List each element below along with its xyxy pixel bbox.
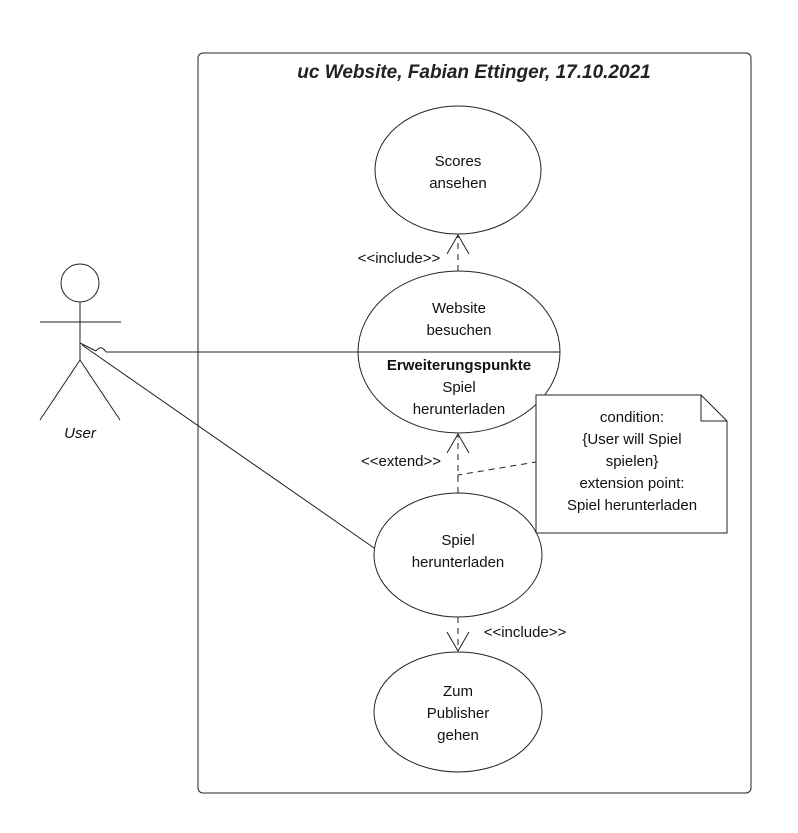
extension-point-line1: Spiel	[442, 379, 475, 396]
note-fold	[700, 395, 727, 422]
usecase-scores-ellipse	[374, 105, 542, 235]
condition-note[interactable]: condition: {User will Spiel spielen} ext…	[535, 394, 728, 534]
note-line2: {User will Spiel	[582, 431, 681, 448]
usecase-scores-line1: Scores	[435, 153, 482, 170]
actor-head	[60, 263, 100, 303]
include-scores-label: <<include>>	[358, 250, 441, 267]
association-user-website[interactable]	[79, 342, 97, 352]
usecase-download-line1: Spiel	[441, 532, 474, 549]
note-line1: condition:	[600, 409, 664, 426]
extend-arrowhead	[446, 433, 470, 454]
actor-user[interactable]: User	[39, 263, 121, 442]
actor-label: User	[64, 425, 97, 442]
usecase-scores-line2: ansehen	[429, 175, 487, 192]
usecase-publisher-line3: gehen	[437, 727, 479, 744]
usecase-website-line1: Website	[432, 300, 486, 317]
note-line4: extension point:	[579, 475, 684, 492]
include-publisher-arrowhead	[446, 631, 470, 652]
usecase-website-line2: besuchen	[426, 322, 491, 339]
actor-right-leg	[79, 359, 121, 421]
include-scores-arrowhead	[446, 234, 470, 255]
include-publisher-label: <<include>>	[484, 624, 567, 641]
note-body	[535, 394, 728, 534]
relation-extend-download[interactable]: <<extend>>	[361, 433, 470, 493]
relation-include-publisher[interactable]: <<include>>	[446, 617, 567, 652]
usecase-scores-ansehen[interactable]: Scores ansehen	[374, 105, 542, 235]
usecase-download-line2: herunterladen	[412, 554, 505, 571]
usecase-publisher-line2: Publisher	[427, 705, 490, 722]
actor-left-leg	[39, 359, 81, 421]
association-user-download[interactable]	[81, 344, 378, 551]
association-hop	[95, 347, 107, 353]
extension-points-header: Erweiterungspunkte	[387, 357, 531, 374]
system-title: uc Website, Fabian Ettinger, 17.10.2021	[297, 62, 650, 83]
note-line3: spielen}	[606, 453, 659, 470]
note-line5: Spiel herunterladen	[567, 497, 697, 514]
usecase-publisher-line1: Zum	[443, 683, 473, 700]
extension-point-line2: herunterladen	[413, 401, 506, 418]
extend-label: <<extend>>	[361, 453, 441, 470]
note-connector	[457, 461, 537, 477]
usecase-spiel-herunterladen[interactable]: Spiel herunterladen	[373, 492, 543, 618]
usecase-website-besuchen[interactable]: Website besuchen Erweiterungspunkte Spie…	[357, 270, 561, 434]
relation-include-scores[interactable]: <<include>>	[358, 234, 470, 271]
usecase-zum-publisher-gehen[interactable]: Zum Publisher gehen	[373, 651, 543, 773]
usecase-publisher-ellipse	[373, 651, 543, 773]
